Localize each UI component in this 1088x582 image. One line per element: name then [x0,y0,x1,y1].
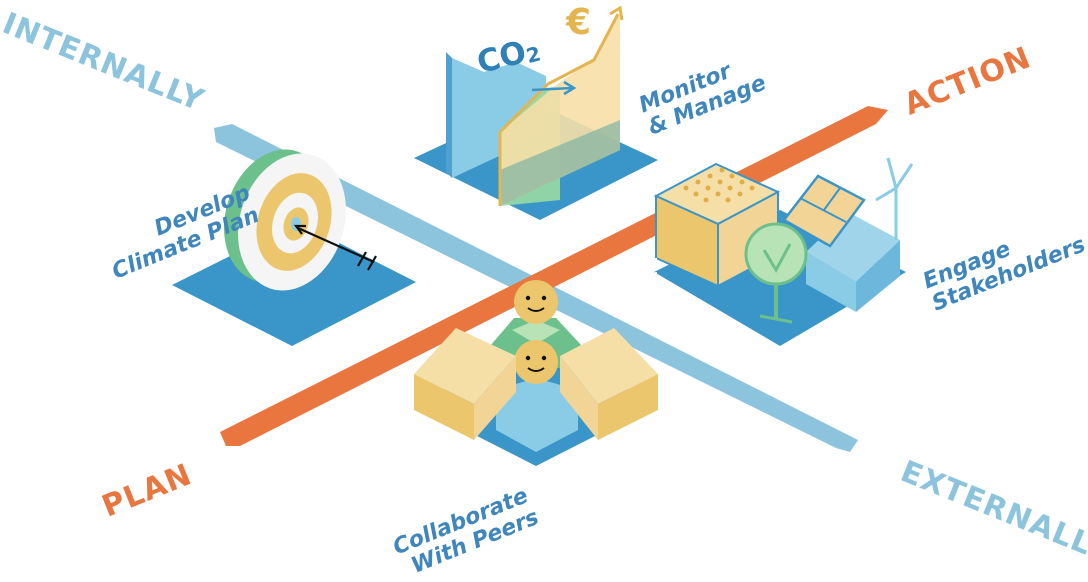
house-roof-back [806,212,900,282]
euro-label: € [566,2,592,43]
monitor-manage-group [414,5,658,220]
solar-panel-divider [799,197,847,223]
co2-curve-front [452,58,546,178]
smiley-icon [514,280,558,324]
smiley-front-icon [514,340,558,384]
peer-back-collar [512,320,560,344]
left-house-roof [414,328,516,404]
cube-dots [683,167,755,203]
right-house-side [560,356,598,440]
right-house-roof [560,328,658,404]
house-side [856,240,900,312]
left-house-side [474,356,516,440]
co2-arrow-line [531,86,573,92]
wind-turbine-icon [875,157,914,240]
peer-front-base [496,378,578,452]
trend-arrowhead-icon [609,5,624,21]
solar-panel-divider-2 [823,187,841,211]
tree-icon [744,222,808,324]
euro-trend-line [498,13,620,134]
collaborate-peers-group [414,280,658,466]
co2-arrowhead-icon [563,80,577,96]
arrow-icon [293,224,377,271]
develop-climate-plan-group [172,149,416,346]
engage-stakeholders-group [653,157,914,346]
right-house-front [598,374,658,440]
house-wall [806,252,856,312]
co2-curve-side [446,52,452,178]
chart-overlap [500,120,620,206]
left-house-front [414,374,474,440]
